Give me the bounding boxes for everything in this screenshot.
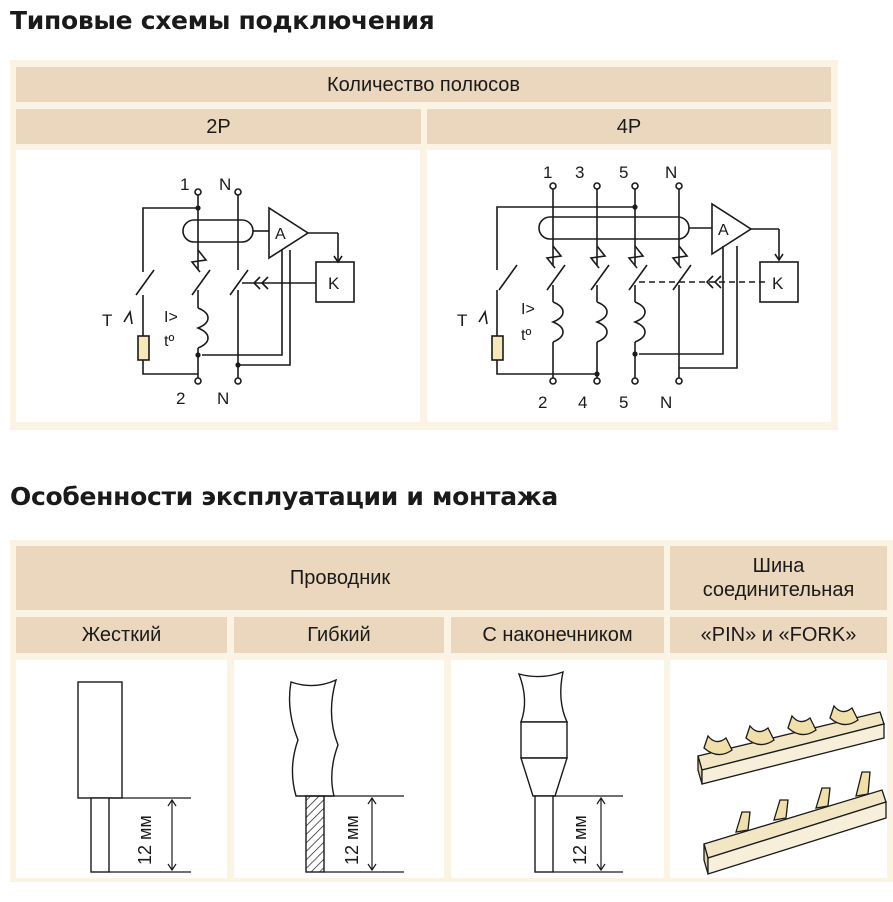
bus-header-line1: Шина — [752, 555, 805, 577]
diagram-2p-svg: 1 N 2 N T I> tº A K — [102, 175, 355, 408]
rigid-conductor-panel: 12 мм — [16, 660, 227, 878]
thermal-label: tº — [164, 333, 174, 350]
col-2p-header: 2P — [16, 109, 421, 144]
amplifier-label: A — [718, 222, 729, 239]
terminal-3-label: 3 — [575, 163, 584, 182]
terminal-n-bottom-label: N — [217, 389, 229, 408]
relay-label: K — [772, 274, 784, 293]
col-flexible-header: Гибкий — [234, 617, 444, 653]
ferrule-conductor-panel: 12 мм — [451, 660, 664, 878]
col-ferrule-header: С наконечником — [451, 617, 664, 653]
flexible-conductor-svg: 12 мм — [288, 678, 404, 873]
strip-length-label: 12 мм — [135, 815, 155, 865]
overcurrent-label: I> — [521, 301, 535, 318]
strip-length-label: 12 мм — [570, 815, 590, 865]
terminal-n-bottom-label: N — [660, 393, 672, 412]
ferrule-conductor-svg: 12 мм — [517, 670, 623, 873]
strip-length-label: 12 мм — [342, 815, 362, 865]
bus-bar-panel — [670, 660, 887, 878]
relay-label: K — [328, 274, 340, 293]
terminal-1-label: 1 — [543, 163, 552, 182]
col-bus-header: «PIN» и «FORK» — [670, 617, 887, 653]
diagram-4p-svg: 1 3 5 N 2 4 5 N T I> tº A K — [457, 163, 799, 412]
section2-title: Особенности эксплуатации и монтажа — [10, 482, 558, 511]
bus-header: Шина соединительная — [670, 546, 887, 610]
bus-header-line2: соединительная — [702, 579, 855, 601]
terminal-2-label: 2 — [176, 389, 185, 408]
col-4p-header: 4P — [427, 109, 831, 144]
poles-header: Количество полюсов — [16, 67, 831, 102]
overcurrent-label: I> — [164, 309, 178, 326]
flexible-conductor-panel: 12 мм — [234, 660, 444, 878]
bus-bar-svg — [697, 704, 887, 875]
terminal-5-label: 5 — [619, 163, 628, 182]
terminal-1-label: 1 — [180, 175, 189, 194]
test-button-label: T — [457, 311, 467, 330]
terminal-n-top-label: N — [219, 175, 231, 194]
terminal-5-bottom-label: 5 — [619, 393, 628, 412]
amplifier-label: A — [275, 226, 286, 243]
diagram-2p: 1 N 2 N T I> tº A K — [16, 150, 420, 422]
diagram-4p: 1 3 5 N 2 4 5 N T I> tº A K — [427, 150, 831, 422]
terminal-2-label: 2 — [538, 393, 547, 412]
rigid-conductor-svg: 12 мм — [77, 681, 191, 873]
thermal-label: tº — [521, 327, 531, 344]
test-button-label: T — [102, 311, 112, 330]
terminal-n-top-label: N — [665, 163, 677, 182]
col-rigid-header: Жесткий — [16, 617, 227, 653]
conductor-header: Проводник — [16, 546, 664, 610]
terminal-4-label: 4 — [578, 393, 587, 412]
section1-title: Типовые схемы подключения — [10, 6, 435, 35]
